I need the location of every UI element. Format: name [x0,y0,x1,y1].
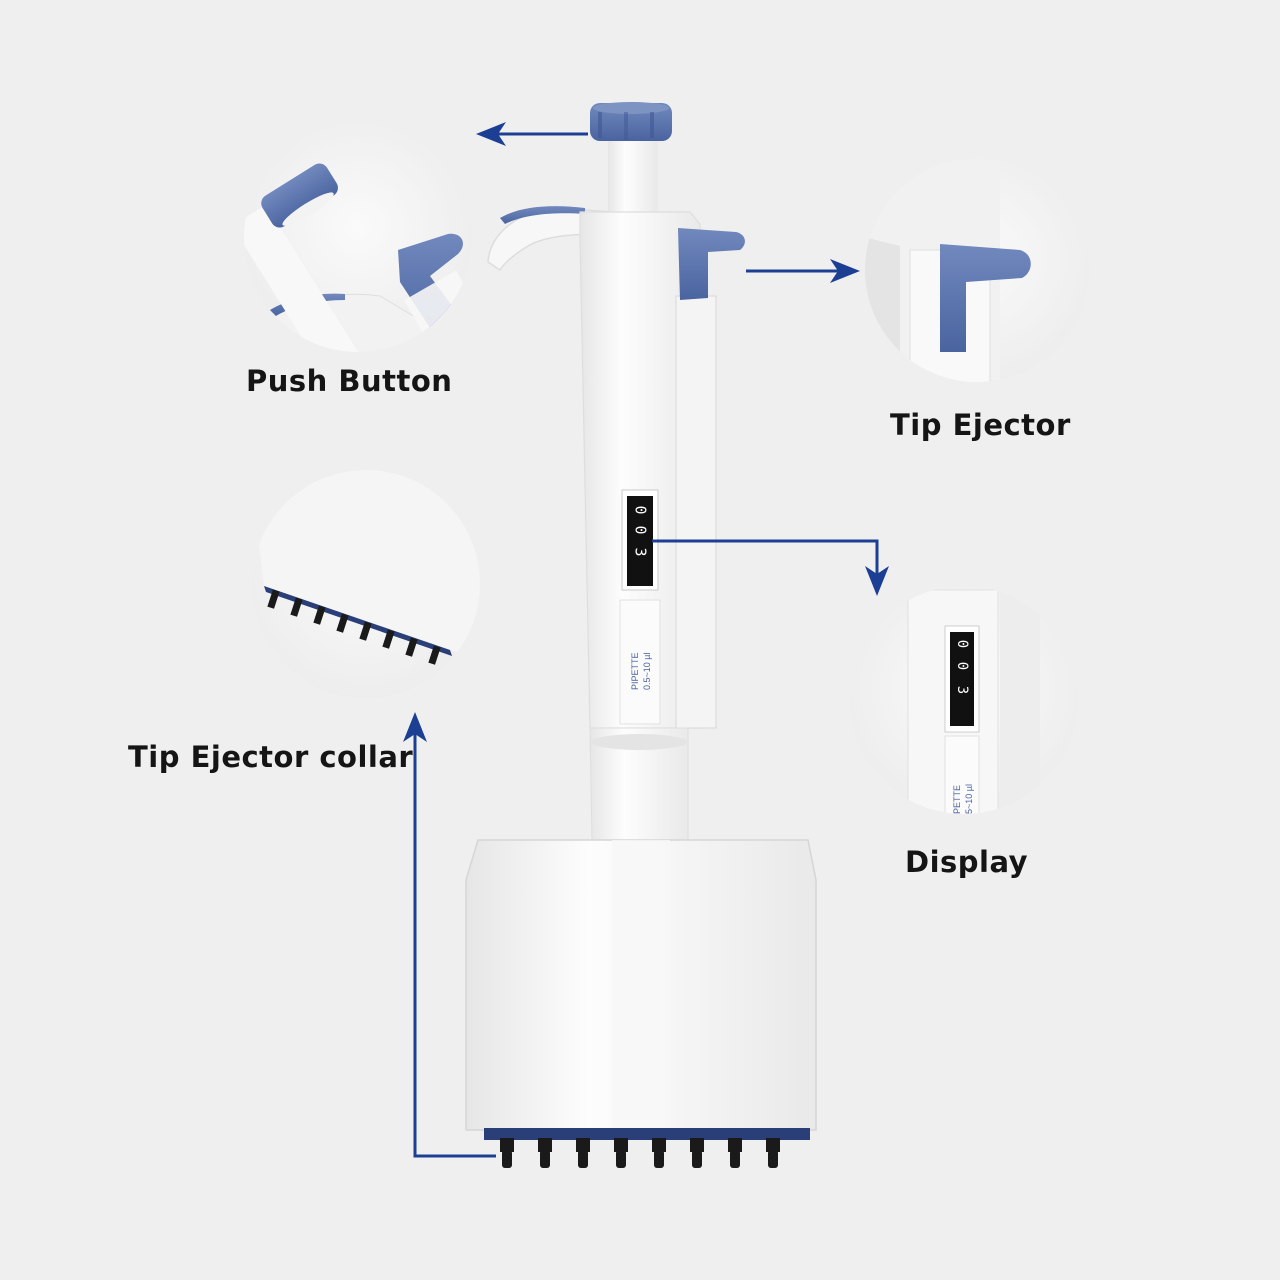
display-digit-2: 0 [632,525,650,534]
zoom-tip-ejector-collar [252,470,480,698]
zoom-push-button [244,124,472,352]
push-button [590,102,672,141]
zoom-display-digit-2: 0 [954,662,970,670]
body-print-line1: PIPETTE [630,652,640,690]
callout-arrows [413,132,879,1158]
main-pipette: 0 0 3 PIPETTE 0.5~10 µl [465,102,817,1168]
label-tip-ejector-collar: Tip Ejector collar [128,740,414,774]
zoom-display: 0 0 3 PETTE 5~10 µl [850,586,1078,814]
zoom-body-print-line2: 5~10 µl [964,784,974,814]
zoom-body-print-line1: PETTE [952,785,962,814]
display-digit-1: 0 [632,505,650,514]
display-digit-3: 3 [632,547,650,556]
arrow-heads [403,122,889,742]
zoom-display-digit-3: 3 [954,686,970,694]
label-tip-ejector: Tip Ejector [890,408,1071,442]
tip-cones [500,1138,780,1168]
ejector-rail [675,295,717,729]
zoom-display-digit-1: 0 [954,640,970,648]
label-display: Display [905,845,1029,879]
tip-ejector-button [678,228,745,300]
label-push-button: Push Button [246,364,453,398]
body-print-line2: 0.5~10 µl [642,653,652,690]
arrow-tip-ejector-collar [413,728,496,1158]
zoom-tip-ejector [865,158,1089,382]
tip-ejector-collar [484,1128,810,1140]
arrow-display [652,539,879,580]
